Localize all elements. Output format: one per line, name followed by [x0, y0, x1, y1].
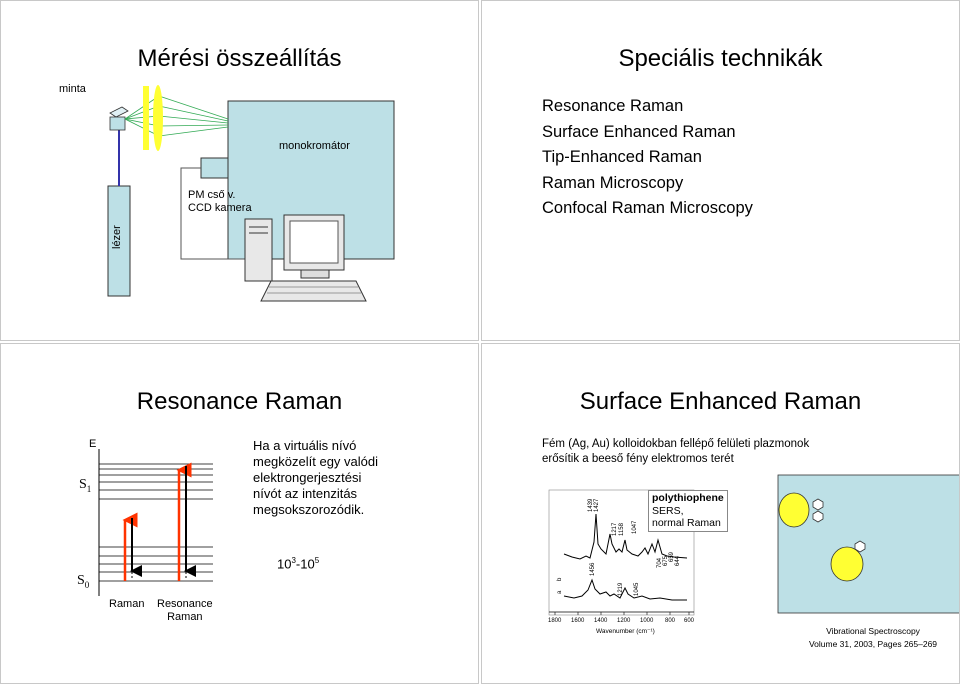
- slide-title: Speciális technikák: [618, 45, 823, 72]
- sample-cuvette: [109, 116, 126, 131]
- slide-measurement-setup: Mérési összeállítás: [0, 0, 479, 341]
- x-tick: 1600: [571, 618, 585, 624]
- list-item: Resonance Raman: [542, 97, 684, 115]
- colloid-cell: [777, 474, 959, 614]
- slide-sers: Surface Enhanced Raman Fém (Ag, Au) koll…: [481, 343, 960, 684]
- normal-raman-spectrum: [563, 578, 687, 601]
- resonance-raman-label: Resonance Raman: [157, 598, 213, 623]
- peak-label: 1158: [619, 523, 625, 536]
- peak-label: 1045: [634, 582, 640, 596]
- s1-label: S1: [79, 477, 92, 494]
- energy-level-diagram: [98, 449, 213, 596]
- setup-diagram: [107, 85, 395, 302]
- sers-spectrum: [563, 513, 688, 560]
- x-tick: 1800: [548, 618, 562, 624]
- label-laser: lézer: [111, 225, 123, 249]
- peak-label: 1456: [590, 562, 596, 576]
- slide-resonance-raman: Resonance Raman: [0, 343, 479, 684]
- molecule-icons: [812, 498, 866, 553]
- description-text: Ha a virtuális nívó megközelít egy valód…: [253, 438, 379, 517]
- x-tick: 1200: [617, 618, 631, 624]
- sers-figure: [548, 474, 959, 616]
- peak-label: 1047: [632, 520, 638, 534]
- computer-icon: [244, 214, 367, 302]
- x-axis-label: Wavenumber (cm⁻¹): [596, 628, 655, 635]
- list-item: Tip-Enhanced Raman: [542, 148, 702, 166]
- s0-levels: [99, 546, 213, 582]
- technique-list: Resonance Raman Surface Enhanced Raman T…: [542, 94, 753, 222]
- list-item: Surface Enhanced Raman: [542, 122, 736, 141]
- energy-label: E: [89, 438, 97, 450]
- lens-2: [153, 85, 163, 151]
- citation: Vibrational Spectroscopy Volume 31, 2003…: [808, 626, 938, 649]
- label-monochromator: monokromátor: [279, 140, 350, 152]
- label-detector: PM cső v. CCD kamera: [188, 189, 252, 214]
- lens-1: [143, 86, 149, 150]
- peak-label: 1217: [612, 522, 618, 536]
- label-sample: minta: [59, 83, 86, 95]
- trace-label: a: [557, 590, 563, 594]
- slide-special-techniques: Speciális technikák Resonance Raman Surf…: [481, 0, 960, 341]
- peak-label: 1427: [594, 498, 600, 512]
- scattered-rays: [124, 95, 229, 137]
- gold-particle: [830, 546, 864, 582]
- x-tick: 600: [684, 618, 695, 624]
- description-text: Fém (Ag, Au) kolloidokban fellépő felüle…: [542, 438, 810, 465]
- slide-title: Resonance Raman: [136, 388, 343, 415]
- spectrum-legend: polythiophene SERS, normal Raman: [648, 490, 728, 532]
- cable: [180, 167, 266, 260]
- raman-label: Raman: [109, 598, 145, 610]
- slide-title: Mérési összeállítás: [137, 45, 342, 72]
- s1-levels: [99, 463, 213, 500]
- peak-label: 1219: [618, 582, 624, 596]
- peak-label: 644: [675, 555, 681, 566]
- trace-label: b: [557, 577, 563, 581]
- x-tick: 800: [665, 618, 676, 624]
- enhancement-factor: 103-105: [277, 556, 320, 572]
- detector-box: [200, 157, 229, 179]
- s0-label: S0: [77, 573, 90, 590]
- gold-particle: [778, 492, 810, 528]
- x-tick: 1000: [640, 618, 654, 624]
- slide-title: Surface Enhanced Raman: [579, 388, 862, 415]
- x-tick: 1400: [594, 618, 608, 624]
- list-item: Raman Microscopy: [542, 173, 684, 192]
- list-item: Confocal Raman Microscopy: [542, 199, 753, 217]
